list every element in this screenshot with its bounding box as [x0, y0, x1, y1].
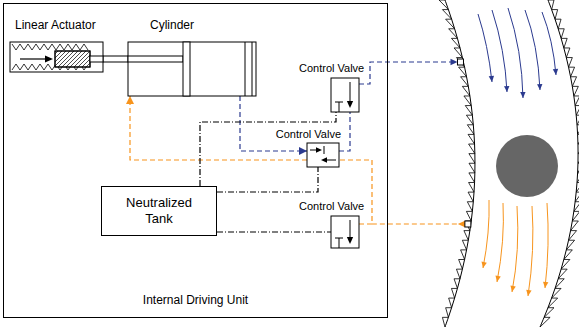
- connector: [217, 232, 331, 233]
- outlet-arrow-head: [450, 59, 457, 65]
- valve-arrow-head: [347, 101, 353, 108]
- exhaust-symbol: [339, 238, 340, 248]
- piston-rod: [103, 57, 128, 62]
- cylinder-cap: [252, 42, 253, 96]
- node-label: Control Valve: [276, 128, 341, 141]
- valve-body: [331, 78, 359, 112]
- actuator-housing: [10, 42, 103, 72]
- node-label: Linear Actuator: [15, 18, 96, 32]
- motion-arrow-head: [45, 55, 53, 62]
- flow-arrow: [478, 14, 492, 82]
- inlet-arrow-head: [458, 221, 465, 227]
- cylinder-body: [128, 42, 256, 96]
- piston-rod: [90, 56, 103, 62]
- flow-arrow: [512, 206, 518, 292]
- valve-flow: [310, 150, 317, 151]
- node-label: Internal Driving Unit: [4, 293, 387, 307]
- connector-line: [217, 167, 318, 192]
- connector-line: [339, 160, 372, 224]
- valve-body: [307, 143, 339, 167]
- flow-arrow: [508, 8, 523, 98]
- actuator-block: [55, 51, 90, 67]
- flow-arrow-head: [537, 84, 542, 90]
- valve-arrow-head: [347, 237, 353, 244]
- piston: [183, 42, 190, 96]
- vessel-port: [457, 59, 463, 65]
- valve-arrow-head: [321, 157, 327, 162]
- valve-flow: [350, 220, 351, 238]
- flow-arrow: [525, 10, 540, 90]
- connector: [217, 167, 318, 192]
- exhaust-symbol: [339, 102, 340, 112]
- control-valve: Control Valve: [299, 200, 367, 250]
- flow-arrow-head: [526, 290, 531, 296]
- flow-arrow: [545, 203, 548, 288]
- connector: [240, 96, 307, 151]
- piston-rod: [103, 56, 128, 63]
- node-label: Control Valve: [299, 200, 364, 213]
- flow-arrow: [542, 12, 556, 75]
- inlet-line: [372, 223, 465, 224]
- linear-actuator: Linear Actuator: [8, 17, 108, 73]
- cylinder: Cylinder: [125, 17, 258, 98]
- connector-line: [217, 231, 331, 232]
- valve-flow: [350, 82, 351, 102]
- connector: [103, 59, 128, 60]
- motion-arrow: [20, 58, 46, 59]
- actuator-hatch: [55, 51, 90, 67]
- control-valve: Control Valve: [273, 128, 341, 168]
- tank-box: Neutralized Tank: [101, 186, 217, 236]
- flow-arrow-head: [481, 262, 486, 268]
- housing-box: Internal Driving Unit Linear Actuator Cyli…: [3, 3, 388, 318]
- flow-arrow: [528, 206, 533, 296]
- flow-arrow-head: [489, 76, 494, 82]
- flow-arrow-head: [495, 276, 500, 282]
- valve-flow: [327, 160, 336, 161]
- flow-arrow-head: [504, 86, 509, 92]
- flow-arrow-head: [510, 286, 515, 292]
- vessel-wall-texture: [439, 0, 475, 327]
- valve-arrow-head: [316, 147, 322, 152]
- piston-rod: [128, 56, 183, 62]
- cylinder-cap: [245, 42, 246, 96]
- connector: [339, 160, 372, 224]
- flow-arrow: [497, 203, 503, 282]
- flow-arrow: [483, 200, 489, 268]
- vessel-port: [465, 221, 471, 227]
- flow-arrow-head: [543, 282, 548, 288]
- valve-body: [331, 216, 359, 248]
- spring-symbol: [12, 44, 88, 50]
- node-label: Cylinder: [150, 18, 194, 32]
- connector-line: [240, 96, 307, 151]
- clot: [496, 135, 558, 197]
- node-label: Control Valve: [299, 62, 364, 75]
- flow-arrow: [492, 10, 507, 92]
- check-bar: [324, 146, 325, 154]
- flow-arrow-head: [520, 92, 525, 98]
- flow-arrow-head: [553, 69, 558, 75]
- node-label: Neutralized Tank: [116, 195, 202, 226]
- control-valve: Control Valve: [299, 62, 367, 114]
- outlet-line: [359, 62, 456, 84]
